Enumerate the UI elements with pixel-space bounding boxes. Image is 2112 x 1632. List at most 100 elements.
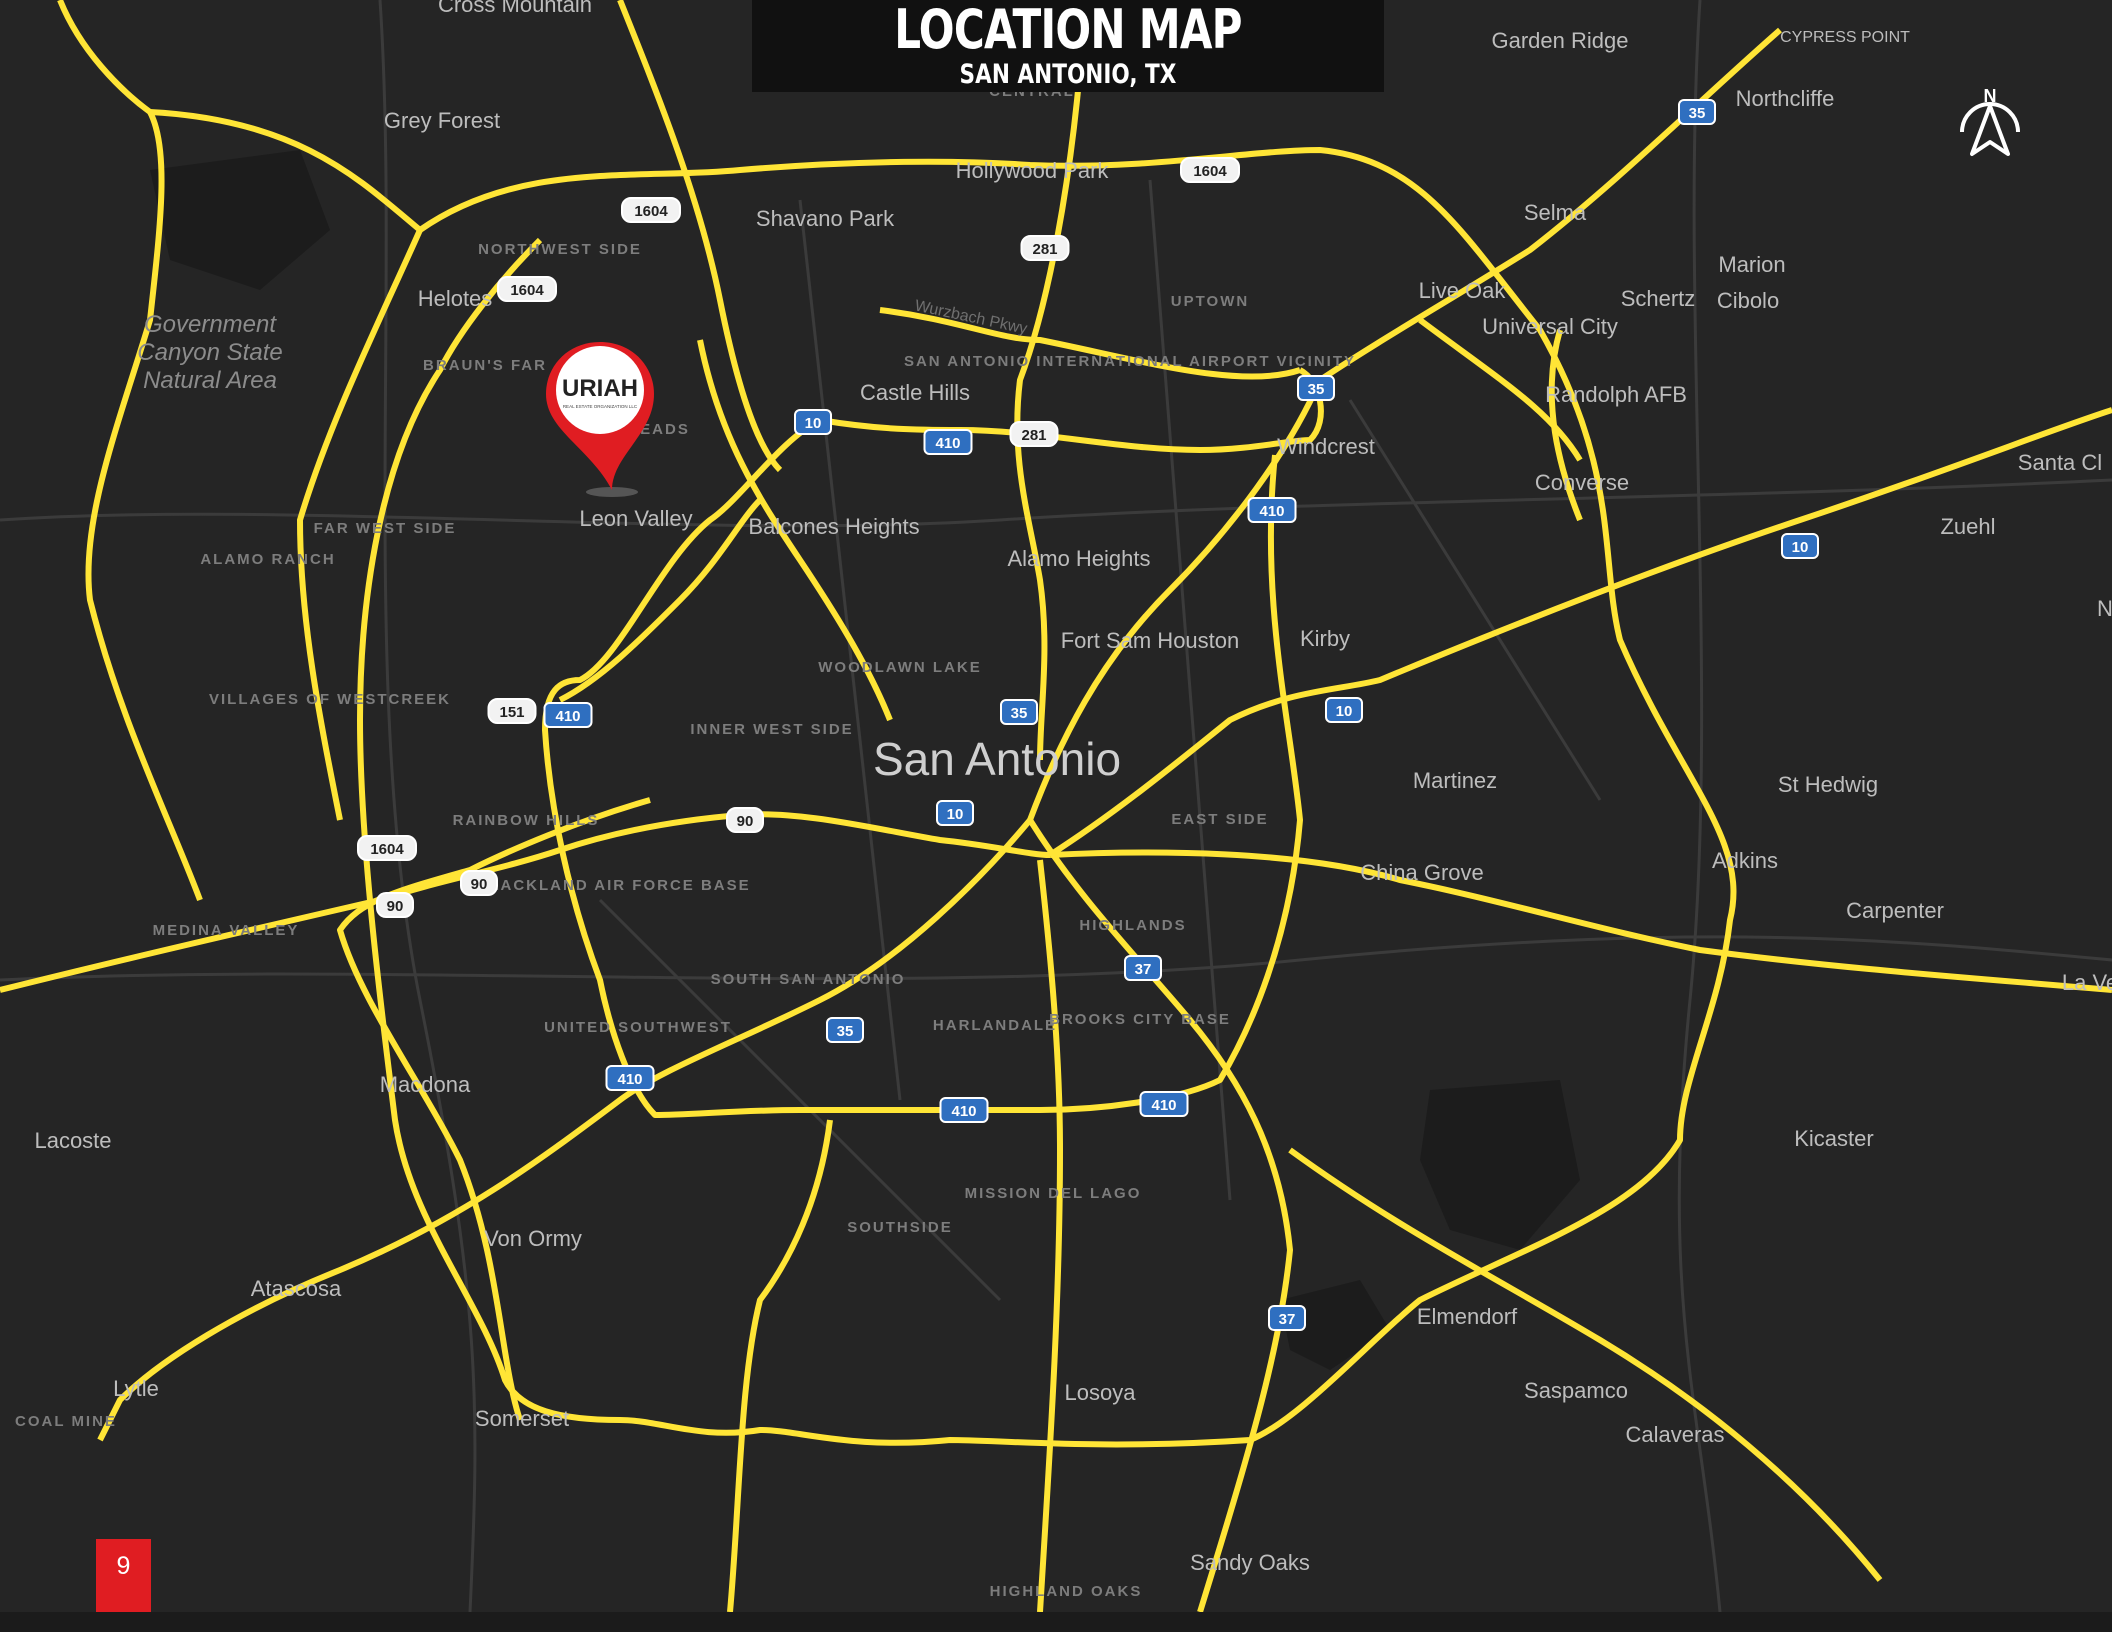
- highway-shield-plate: [376, 892, 414, 918]
- highway-shield-35: 35: [1000, 699, 1038, 725]
- highway-shield-label: 10: [947, 806, 964, 823]
- highway-shield-90: 90: [726, 807, 764, 833]
- map-label-kicaster: Kicaster: [1794, 1126, 1873, 1151]
- us-281-north: [1014, 69, 1083, 761]
- highway-shield-plate: [1020, 235, 1070, 261]
- map-label-calaveras: Calaveras: [1625, 1422, 1724, 1447]
- map-label-von-ormy: Von Ormy: [484, 1226, 582, 1251]
- map-label-marion: Marion: [1718, 252, 1785, 277]
- highway-shield-label: 410: [935, 435, 960, 452]
- highway-shield-plate: [936, 800, 974, 826]
- map-label-somerset: Somerset: [475, 1406, 569, 1431]
- district-label-uptown: UPTOWN: [1171, 293, 1249, 310]
- highway-shield-90: 90: [376, 892, 414, 918]
- map-label-china-grove: China Grove: [1360, 860, 1484, 885]
- compass-needle: [1970, 104, 2010, 156]
- highway-shield-10: 10: [1781, 533, 1819, 559]
- map-label-selma: Selma: [1524, 200, 1587, 225]
- sh-130-east: [1288, 1147, 1883, 1582]
- highway-shield-label: 90: [471, 876, 488, 893]
- highway-shield-plate: [1139, 1091, 1189, 1117]
- i-10-west: [0, 811, 1051, 993]
- state-hwy-16-north: [617, 0, 783, 473]
- district-label-inner-west-side: INNER WEST SIDE: [690, 721, 853, 738]
- terrain: [150, 150, 1580, 1370]
- district-label-southside: SOUTHSIDE: [847, 1219, 953, 1236]
- us-87-east: [1049, 849, 2112, 993]
- highway-shield-410: 410: [1247, 497, 1297, 523]
- map-label-shavano-park: Shavano Park: [756, 206, 895, 231]
- pin-badge: [556, 346, 644, 434]
- district-label-brooks-city-base: BROOKS CITY BASE: [1049, 1011, 1231, 1028]
- highway-shield-plate: [1124, 955, 1162, 981]
- map-label-cypress-point: CYPRESS POINT: [1780, 29, 1910, 46]
- highway-shield-1604: 1604: [1180, 157, 1240, 183]
- district-label-east-side: EAST SIDE: [1171, 811, 1268, 828]
- highway-shield-plate: [794, 409, 832, 435]
- highway-shield-label: 10: [1336, 703, 1353, 720]
- map-label-zuehl: Zuehl: [1940, 514, 1995, 539]
- highway-shield-35: 35: [1678, 99, 1716, 125]
- highway-shield-label: 1604: [370, 841, 404, 858]
- map-label-hollywood-park: Hollywood Park: [956, 158, 1110, 183]
- property-location-pin-icon[interactable]: URIAH REAL ESTATE ORGANIZATION LLC: [540, 338, 660, 508]
- map-label-northcliffe: Northcliffe: [1736, 86, 1835, 111]
- map-label-atascosa: Atascosa: [251, 1276, 342, 1301]
- district-label-san-antonio-international-airport-vicinity: SAN ANTONIO INTERNATIONAL AIRPORT VICINI…: [904, 353, 1356, 370]
- highway-shield-label: 90: [737, 813, 754, 830]
- map-label-cibolo: Cibolo: [1717, 288, 1779, 313]
- page-subtitle: SAN ANTONIO, TX: [959, 59, 1177, 90]
- district-label-alamo-ranch: ALAMO RANCH: [200, 551, 335, 568]
- highway-shield-plate: [1180, 157, 1240, 183]
- highway-shield-plate: [1268, 1305, 1306, 1331]
- highway-shield-151: 151: [487, 698, 537, 724]
- district-label-medina-valley: MEDINA VALLEY: [153, 922, 300, 939]
- page-number-badge: 9: [96, 1539, 151, 1612]
- highway-shield-10: 10: [936, 800, 974, 826]
- map-label-st-hedwig: St Hedwig: [1778, 772, 1878, 797]
- map-label-san-antonio: San Antonio: [873, 733, 1121, 785]
- i-37: [1027, 818, 1293, 1612]
- highway-shield-1604: 1604: [357, 835, 417, 861]
- map-label-alamo-heights: Alamo Heights: [1007, 546, 1150, 571]
- district-label-highland-oaks: HIGHLAND OAKS: [990, 1583, 1143, 1600]
- i-35-ne-extension: [1418, 317, 1583, 462]
- sw-corridor: [57, 0, 203, 902]
- district-label-coal-mine: COAL MINE: [15, 1413, 117, 1430]
- district-label-mission-del-lago: MISSION DEL LAGO: [965, 1185, 1142, 1202]
- highway-shield-label: 410: [1151, 1097, 1176, 1114]
- compass-north-label: N: [1984, 86, 1997, 106]
- highway-shield-plate: [1000, 699, 1038, 725]
- highway-shield-281: 281: [1020, 235, 1070, 261]
- map-label-universal-city: Universal City: [1482, 314, 1618, 339]
- highway-shield-37: 37: [1268, 1305, 1306, 1331]
- district-label-villages-of-westcreek: VILLAGES OF WESTCREEK: [209, 691, 451, 708]
- state-hwy-16-south: [727, 1119, 833, 1612]
- district-label-eads: EADS: [640, 421, 690, 438]
- loop-1604-west-spur: [297, 228, 423, 821]
- map-label-lytle: Lytle: [113, 1376, 159, 1401]
- map-label-elmendorf: Elmendorf: [1417, 1304, 1518, 1329]
- map-label-windcrest: Windcrest: [1277, 434, 1375, 459]
- us-281-south: [1037, 859, 1063, 1612]
- highway-shield-plate: [1009, 421, 1059, 447]
- i-10-east: [1048, 407, 2112, 858]
- us-90-west: [337, 797, 651, 1421]
- garden-ridge-road: [1548, 329, 1583, 522]
- highway-shield-label: 151: [499, 704, 524, 721]
- highway-shield-label: 35: [1689, 105, 1706, 122]
- pin-brand: URIAH: [562, 375, 638, 402]
- highway-shield-label: 90: [387, 898, 404, 915]
- highway-shield-plate: [357, 835, 417, 861]
- highway-shield-plate: [621, 197, 681, 223]
- district-label-highlands: HIGHLANDS: [1079, 917, 1186, 934]
- highway-shield-plate: [1325, 697, 1363, 723]
- highway-shield-label: 410: [951, 1103, 976, 1120]
- highway-shield-plate: [460, 870, 498, 896]
- highway-shield-label: 10: [805, 415, 822, 432]
- highway-shield-label: 410: [555, 708, 580, 725]
